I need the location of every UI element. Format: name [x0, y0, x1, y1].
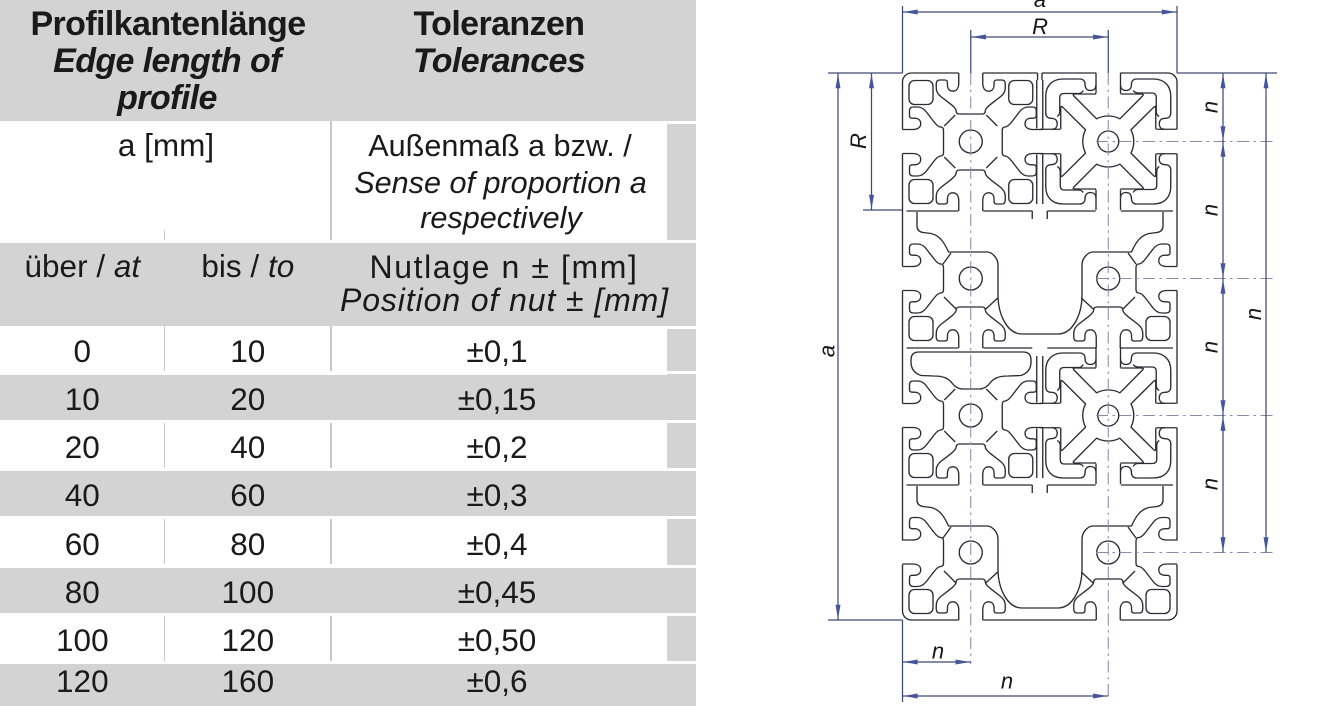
- svg-text:n: n: [932, 639, 944, 664]
- svg-text:n: n: [1198, 101, 1223, 113]
- svg-text:a: a: [815, 345, 840, 357]
- svg-text:n: n: [1198, 204, 1223, 216]
- svg-text:R: R: [1032, 14, 1048, 39]
- svg-text:n: n: [1241, 308, 1266, 320]
- svg-text:n: n: [1198, 341, 1223, 353]
- svg-text:n: n: [1001, 669, 1013, 694]
- svg-text:a: a: [1034, 0, 1046, 12]
- svg-text:n: n: [1198, 478, 1223, 490]
- svg-text:R: R: [846, 133, 871, 149]
